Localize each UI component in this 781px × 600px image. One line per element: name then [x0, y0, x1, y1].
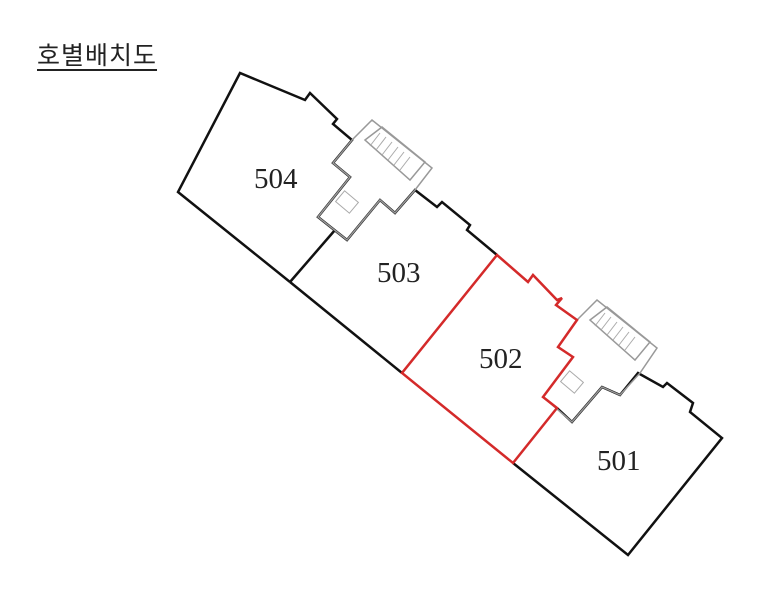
unit-label-504: 504	[254, 163, 298, 195]
unit-502-outline	[400, 253, 579, 465]
building-outline	[176, 71, 498, 283]
unit-label-503: 503	[377, 257, 421, 289]
stair-core-1	[316, 118, 434, 242]
unit-label-501: 501	[597, 445, 641, 477]
unit-label-502: 502	[479, 343, 523, 375]
stair-core-2	[541, 298, 659, 424]
divider-504-503	[289, 229, 336, 283]
wall-503-bottom	[289, 281, 403, 374]
page-title: 호별배치도	[37, 41, 158, 70]
